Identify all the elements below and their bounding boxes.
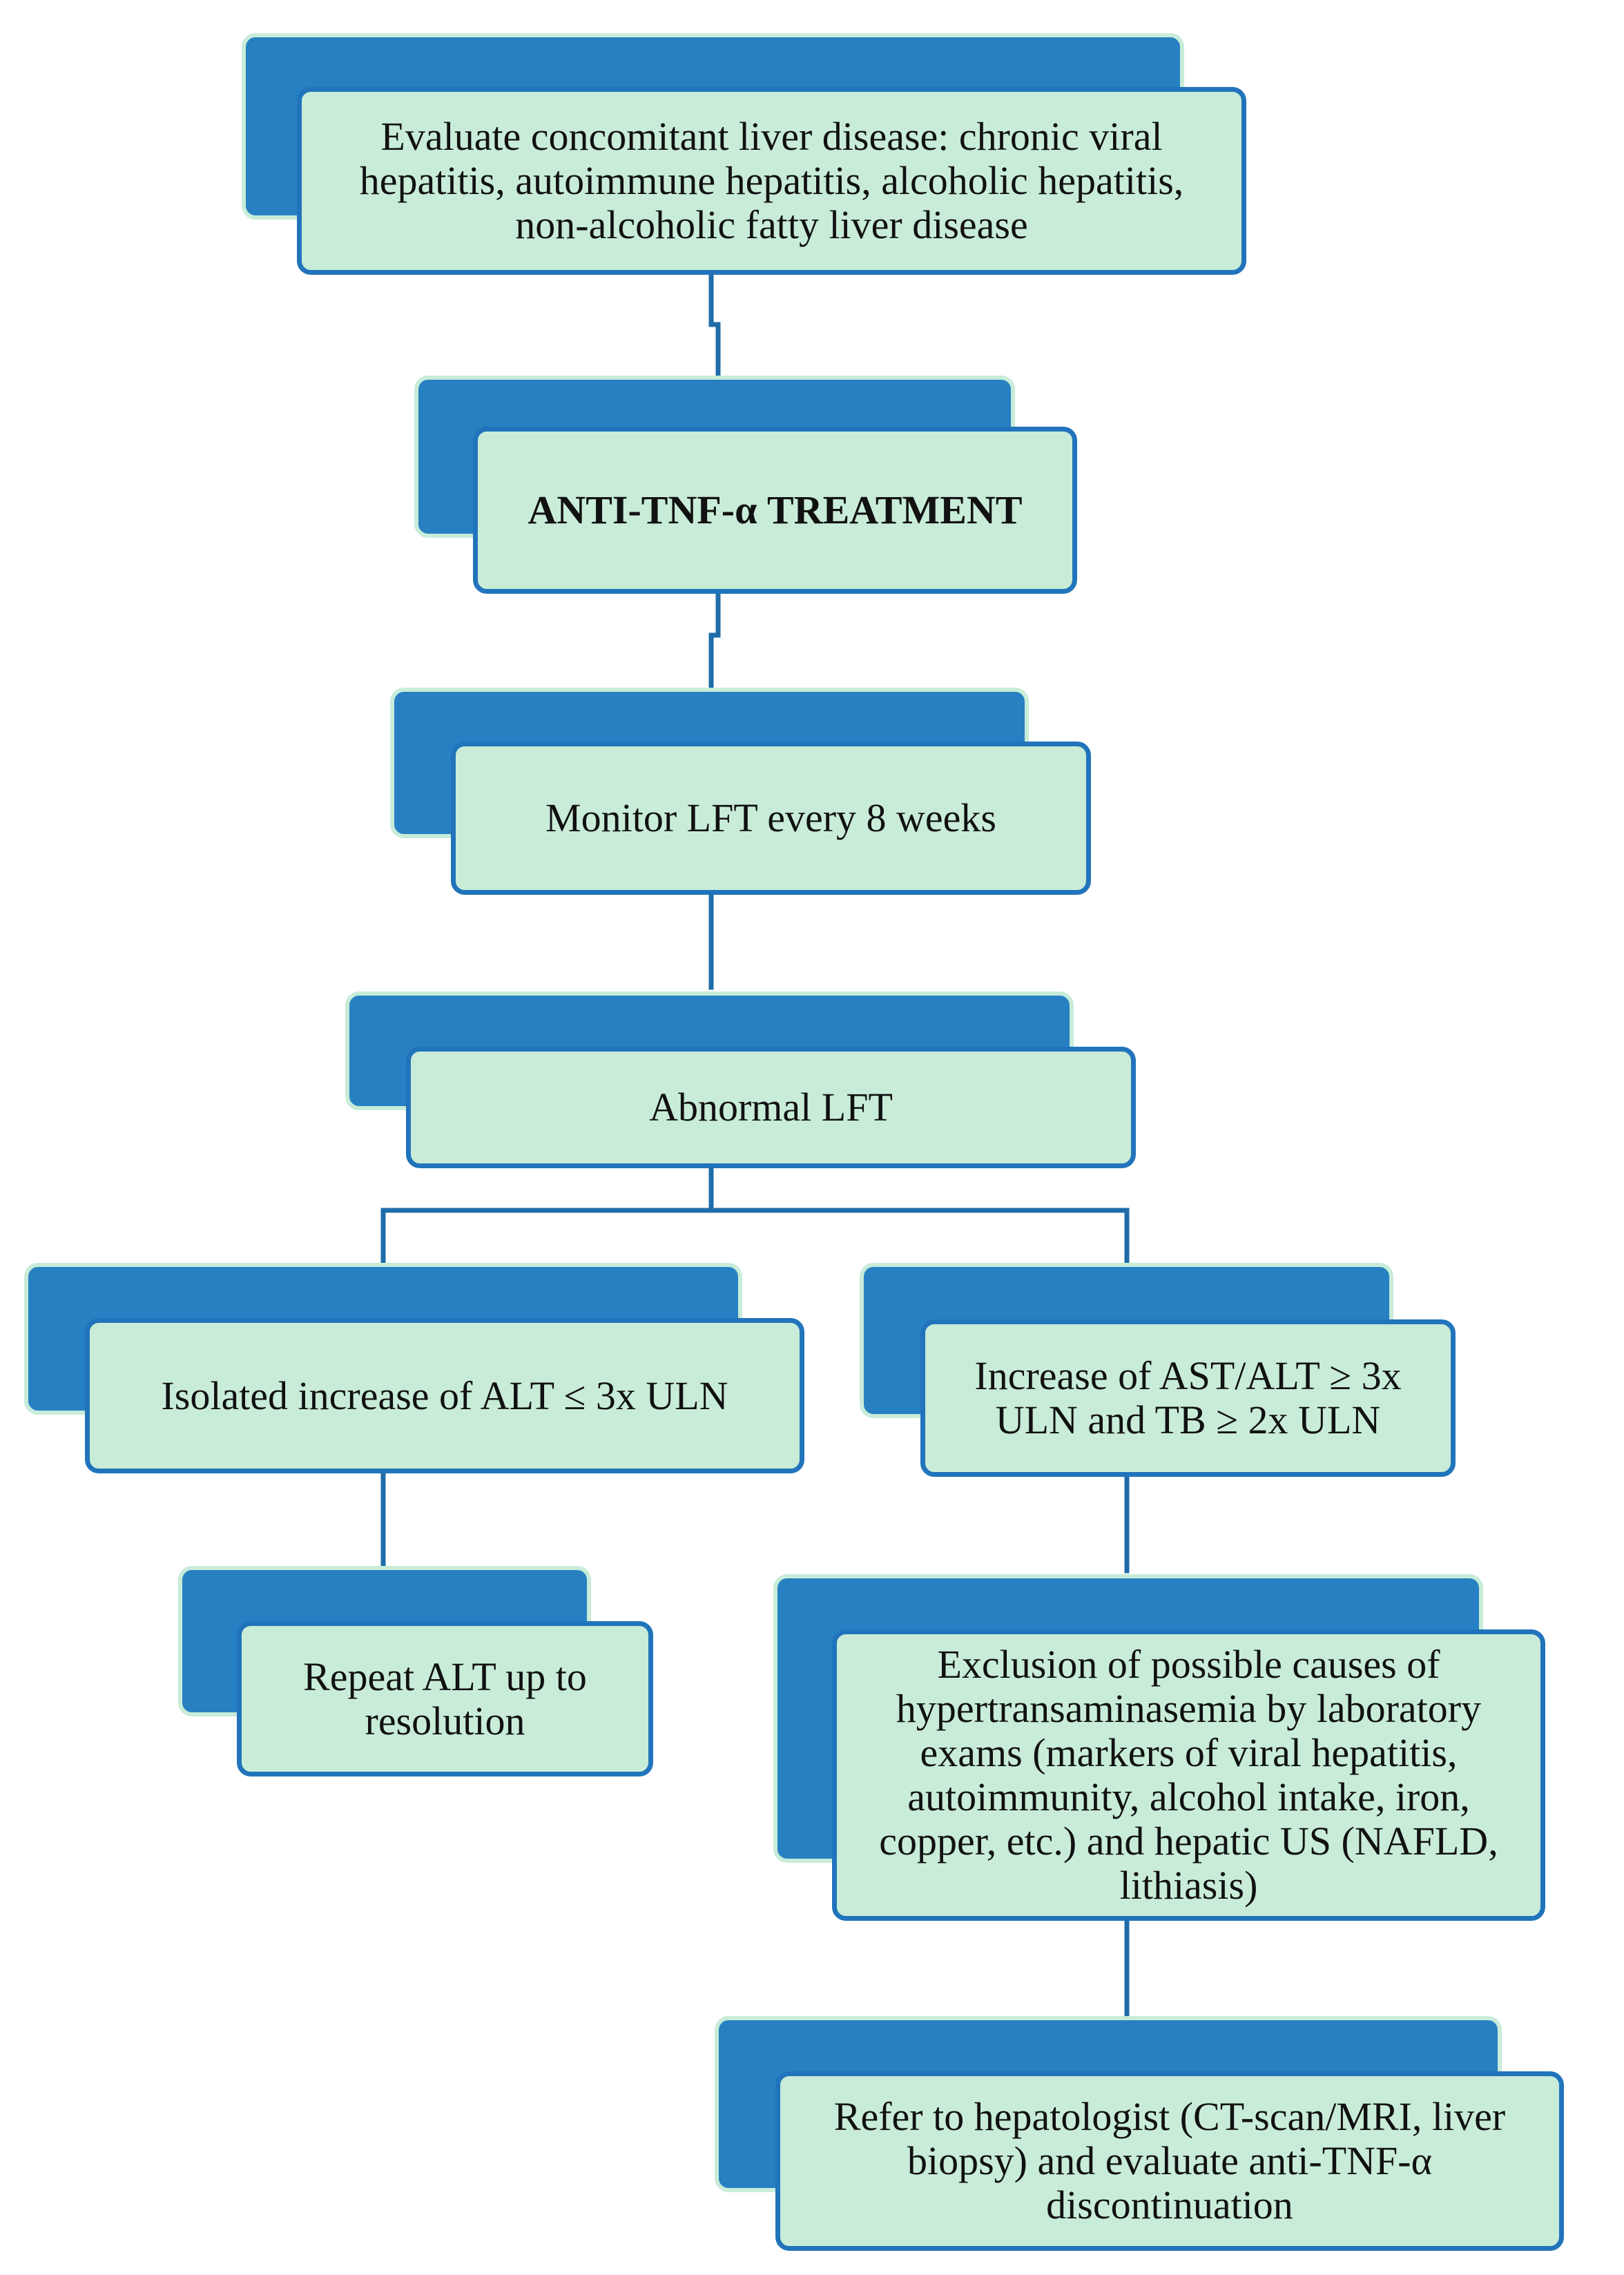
connector-evaluate-treatment [708, 270, 721, 381]
node-evaluate-text: Evaluate concomitant liver disease: chro… [297, 87, 1246, 275]
node-repeat-text: Repeat ALT up to resolution [237, 1621, 653, 1777]
node-isolated: Isolated increase of ALT ≤ 3x ULN [24, 1263, 804, 1473]
node-evaluate: Evaluate concomitant liver disease: chro… [242, 33, 1246, 275]
node-isolated-text: Isolated increase of ALT ≤ 3x ULN [85, 1318, 804, 1473]
node-treatment: ANTI-TNF-α TREATMENT [414, 376, 1077, 594]
node-refer-text: Refer to hepatologist (CT-scan/MRI, live… [775, 2071, 1564, 2251]
connector-abnormal-split [380, 1164, 1130, 1270]
node-abnormal-text: Abnormal LFT [406, 1047, 1136, 1168]
node-treatment-text: ANTI-TNF-α TREATMENT [473, 427, 1077, 594]
node-monitor: Monitor LFT every 8 weeks [390, 688, 1091, 895]
node-exclusion-text: Exclusion of possible causes of hypertra… [832, 1629, 1545, 1921]
node-exclusion: Exclusion of possible causes of hypertra… [773, 1574, 1545, 1921]
node-monitor-text: Monitor LFT every 8 weeks [451, 742, 1091, 895]
node-increase-text: Increase of AST/ALT ≥ 3x ULN and TB ≥ 2x… [920, 1319, 1456, 1477]
connector-treatment-monitor [708, 590, 721, 692]
node-increase: Increase of AST/ALT ≥ 3x ULN and TB ≥ 2x… [860, 1263, 1456, 1477]
node-refer: Refer to hepatologist (CT-scan/MRI, live… [715, 2016, 1564, 2251]
node-repeat: Repeat ALT up to resolution [178, 1566, 653, 1777]
node-abnormal: Abnormal LFT [345, 991, 1136, 1168]
